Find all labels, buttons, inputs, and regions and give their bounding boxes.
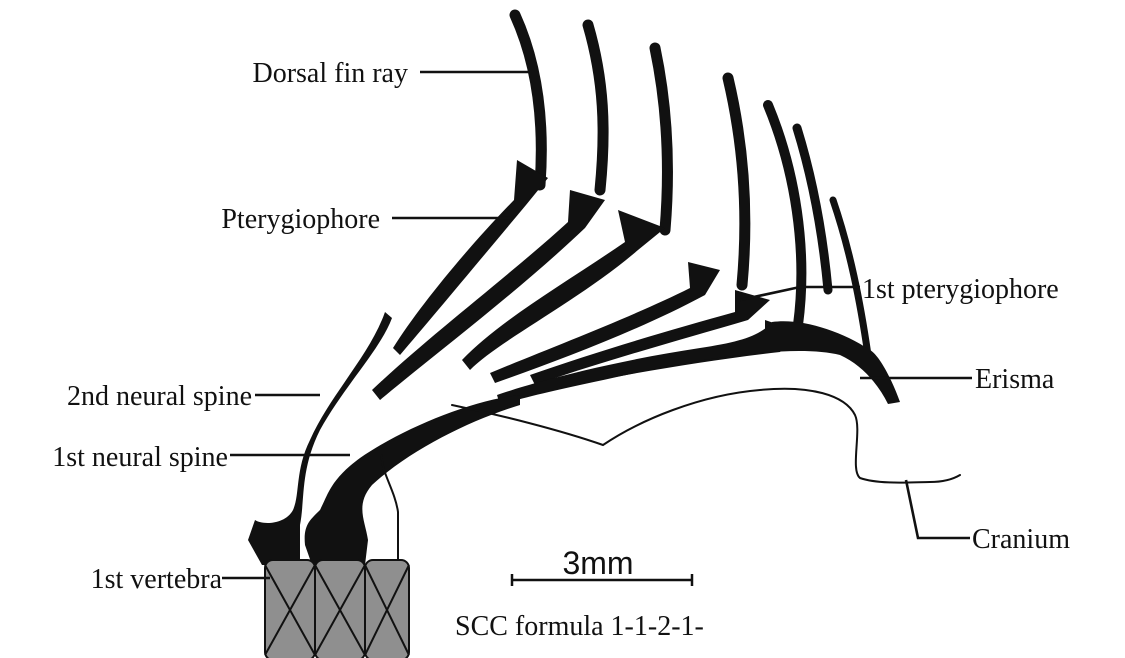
vertebra-block-3	[365, 560, 409, 658]
label-dorsal-fin-ray: Dorsal fin ray	[252, 58, 408, 89]
labels: Dorsal fin ray Pterygiophore 1st pterygi…	[52, 58, 1070, 595]
label-pterygiophore: Pterygiophore	[221, 204, 380, 235]
label-cranium: Cranium	[972, 524, 1070, 555]
scale-bar: 3mm	[512, 545, 692, 586]
label-first-pterygiophore: 1st pterygiophore	[862, 274, 1059, 305]
fin-ray-4	[728, 78, 745, 285]
caption: SCC formula 1-1-2-1-	[455, 611, 704, 642]
fin-ray-1	[515, 15, 541, 185]
fin-ray-2	[588, 25, 603, 190]
first-vertebra-blocks	[265, 560, 409, 658]
label-first-neural-spine: 1st neural spine	[52, 442, 228, 473]
label-second-neural-spine: 2nd neural spine	[67, 381, 252, 412]
fin-ray-3	[655, 48, 668, 230]
vertebra-block-2	[315, 560, 365, 658]
first-neural-spine-bone	[305, 395, 520, 565]
pterygiophores	[372, 160, 900, 405]
label-erisma: Erisma	[975, 364, 1055, 395]
cranium-outline	[452, 389, 960, 483]
leader-cranium	[906, 480, 970, 538]
vertebra-block-1	[265, 560, 315, 658]
third-neural-element	[382, 455, 398, 560]
label-first-vertebra: 1st vertebra	[91, 564, 223, 595]
scale-bar-label: 3mm	[562, 545, 633, 581]
dorsal-fin-rays	[515, 15, 868, 355]
